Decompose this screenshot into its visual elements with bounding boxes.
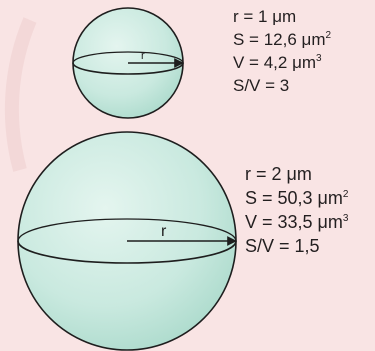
- large-sphere-radius-label: r: [161, 223, 167, 240]
- watermark-arc: [12, 20, 30, 170]
- large-sphere-volume: V = 33,5 μm3: [245, 210, 348, 234]
- small-sphere-surface-value: S = 12,6 μm: [233, 30, 325, 49]
- small-sphere-surface-exponent: 2: [325, 30, 331, 41]
- small-sphere-radius-label: r: [141, 50, 145, 62]
- large-sphere-surface: S = 50,3 μm2: [245, 186, 348, 210]
- large-sphere-surface-exponent: 2: [343, 189, 349, 200]
- small-sphere-ratio: S/V = 3: [233, 74, 331, 97]
- large-sphere-ratio: S/V = 1,5: [245, 234, 348, 258]
- large-sphere-surface-value: S = 50,3 μm: [245, 188, 343, 208]
- small-sphere-stats: r = 1 μm S = 12,6 μm2 V = 4,2 μm3 S/V = …: [233, 5, 331, 97]
- small-sphere-volume: V = 4,2 μm3: [233, 51, 331, 74]
- large-sphere-volume-value: V = 33,5 μm: [245, 212, 343, 232]
- large-sphere: r: [18, 132, 236, 350]
- large-sphere-volume-exponent: 3: [343, 213, 349, 224]
- large-sphere-radius: r = 2 μm: [245, 162, 348, 186]
- small-sphere: r: [73, 8, 183, 118]
- small-sphere-surface: S = 12,6 μm2: [233, 28, 331, 51]
- small-sphere-volume-value: V = 4,2 μm: [233, 53, 316, 72]
- large-sphere-stats: r = 2 μm S = 50,3 μm2 V = 33,5 μm3 S/V =…: [245, 162, 348, 258]
- small-sphere-radius: r = 1 μm: [233, 5, 331, 28]
- small-sphere-volume-exponent: 3: [316, 53, 322, 64]
